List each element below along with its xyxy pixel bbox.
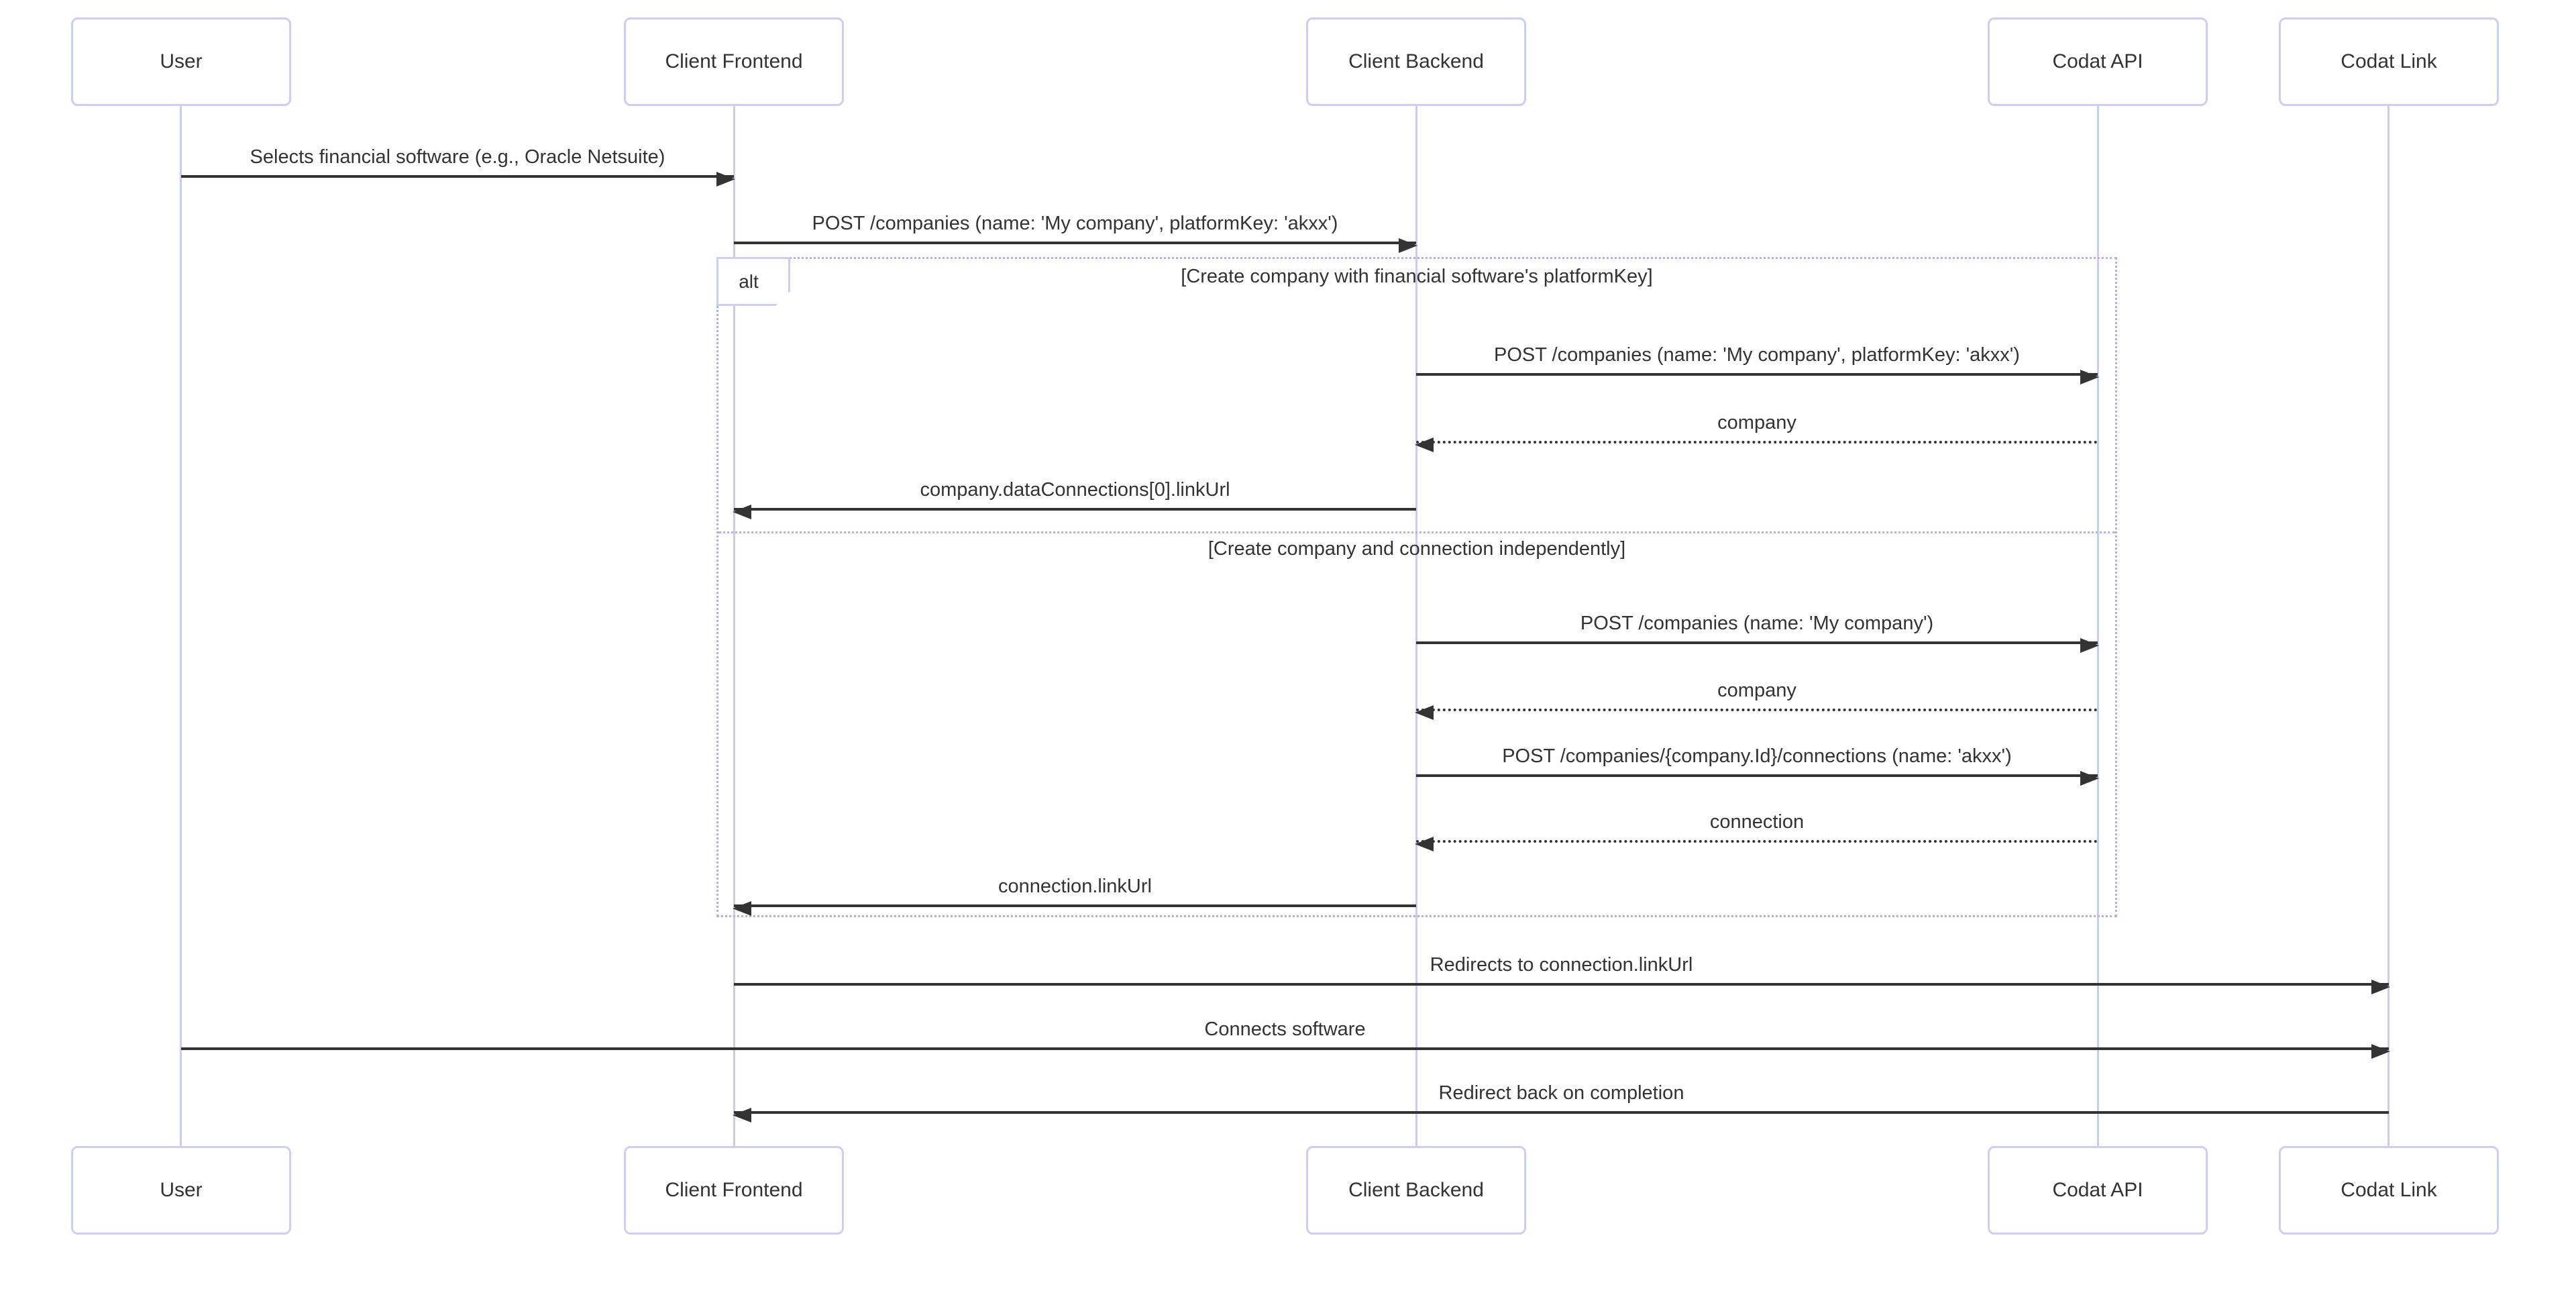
message-label: company — [1717, 680, 1796, 701]
message-label: company.dataConnections[0].linkUrl — [920, 479, 1230, 501]
actor-top-client-frontend: Client Frontend — [624, 17, 844, 106]
message-label: POST /companies (name: 'My company', pla… — [812, 213, 1338, 234]
message-label: Connects software — [1204, 1019, 1366, 1040]
message-label: POST /companies/{company.Id}/connections… — [1502, 745, 2012, 767]
lifeline-codat-api — [2097, 106, 2099, 1146]
message-label: connection — [1709, 811, 1805, 833]
message-label: connection.linkUrl — [998, 876, 1152, 897]
message-arrow — [733, 1108, 2389, 1123]
actor-bottom-user: User — [71, 1146, 291, 1235]
message-arrow — [1416, 638, 2099, 653]
message-arrow — [1415, 837, 2098, 851]
alt-condition-1: [Create company with financial software'… — [1181, 266, 1653, 287]
message-label: POST /companies (name: 'My company') — [1580, 613, 1934, 634]
message-arrow — [1416, 771, 2099, 786]
alt-frame-divider — [718, 531, 2115, 533]
alt-frame-label: alt — [716, 257, 790, 306]
actor-top-codat-api: Codat API — [1988, 17, 2208, 106]
message-label: company — [1717, 412, 1796, 433]
alt-condition-2: [Create company and connection independe… — [1208, 538, 1626, 560]
actor-top-user: User — [71, 17, 291, 106]
lifeline-client-backend — [1415, 106, 1417, 1146]
message-arrow — [734, 980, 2390, 994]
actor-top-client-backend: Client Backend — [1306, 17, 1526, 106]
alt-frame — [716, 257, 2117, 917]
message-label: Selects financial software (e.g., Oracle… — [250, 146, 665, 168]
message-arrow — [733, 901, 1416, 916]
actor-bottom-client-frontend: Client Frontend — [624, 1146, 844, 1235]
lifeline-client-frontend — [733, 106, 735, 1146]
message-arrow — [1415, 437, 2098, 452]
actor-bottom-codat-api: Codat API — [1988, 1146, 2208, 1235]
actor-bottom-codat-link: Codat Link — [2279, 1146, 2499, 1235]
message-arrow — [181, 172, 735, 187]
lifeline-codat-link — [2387, 106, 2390, 1146]
message-label: POST /companies (name: 'My company', pla… — [1494, 344, 2020, 366]
message-arrow — [181, 1044, 2390, 1059]
message-label: Redirect back on completion — [1438, 1082, 1684, 1104]
message-arrow — [734, 238, 1417, 253]
lifeline-user — [180, 106, 182, 1146]
message-arrow — [733, 505, 1416, 519]
message-arrow — [1416, 370, 2099, 384]
actor-top-codat-link: Codat Link — [2279, 17, 2499, 106]
actor-bottom-client-backend: Client Backend — [1306, 1146, 1526, 1235]
message-arrow — [1415, 705, 2098, 720]
message-label: Redirects to connection.linkUrl — [1430, 954, 1693, 976]
